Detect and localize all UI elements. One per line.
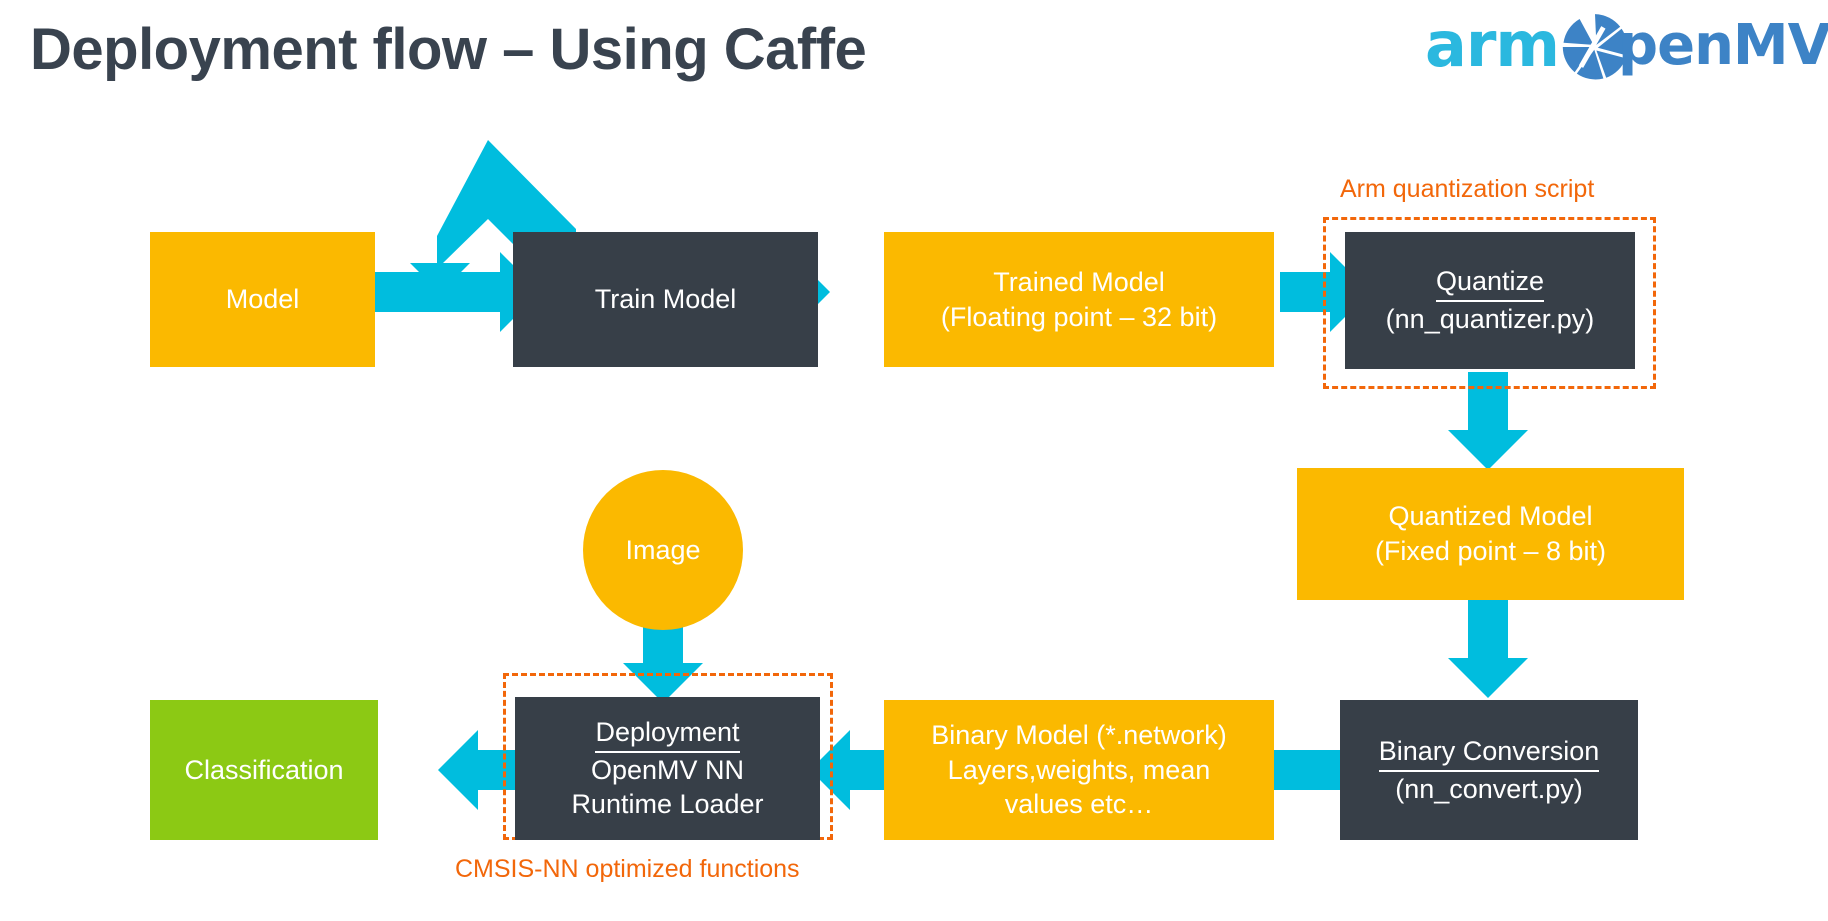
node-quantize[interactable]: Quantize (nn_quantizer.py) (1345, 232, 1635, 369)
arrow-model-to-train (372, 252, 540, 332)
node-deployment-line3: Runtime Loader (571, 789, 764, 820)
node-classification-label: Classification (184, 754, 344, 785)
node-model[interactable]: Model (150, 232, 375, 367)
node-binary-conversion-line2: (nn_convert.py) (1395, 773, 1583, 804)
node-train-model[interactable]: Train Model (513, 232, 818, 367)
annotation-cmsis-nn: CMSIS-NN optimized functions (455, 855, 800, 883)
node-deployment[interactable]: Deployment OpenMV NN Runtime Loader (515, 697, 820, 840)
node-quantized-model-line1: Quantized Model (1388, 501, 1593, 532)
node-binary-model-line2: Layers,weights, mean (947, 754, 1211, 785)
node-trained-model-line1: Trained Model (993, 266, 1165, 297)
node-image-label: Image (625, 534, 701, 565)
node-trained-model[interactable]: Trained Model (Floating point – 32 bit) (884, 232, 1274, 367)
node-binary-conversion-line1: Binary Conversion (1378, 734, 1600, 772)
node-binary-model[interactable]: Binary Model (*.network) Layers,weights,… (884, 700, 1274, 840)
page-title: Deployment flow – Using Caffe (30, 17, 867, 82)
node-binary-model-line3: values etc… (1004, 789, 1154, 820)
node-quantized-model[interactable]: Quantized Model (Fixed point – 8 bit) (1297, 468, 1684, 600)
arrow-quantize-to-quantized (1448, 372, 1528, 470)
node-train-model-label: Train Model (594, 284, 737, 315)
node-binary-model-line1: Binary Model (*.network) (931, 720, 1227, 751)
openmv-logo: penMV (1560, 10, 1828, 86)
node-image[interactable]: Image (583, 470, 743, 630)
arrow-deployment-to-classification (438, 730, 515, 810)
node-quantized-model-line2: (Fixed point – 8 bit) (1374, 536, 1607, 566)
node-trained-model-line2: (Floating point – 32 bit) (940, 301, 1218, 332)
openmv-wordmark: penMV (1618, 13, 1828, 78)
node-model-label: Model (225, 284, 300, 315)
arrow-quantized-to-binaryconv (1448, 600, 1528, 698)
node-classification[interactable]: Classification (150, 700, 378, 840)
arrow-binarymodel-to-deployment (810, 730, 884, 810)
node-binary-conversion[interactable]: Binary Conversion (nn_convert.py) (1340, 700, 1638, 840)
arm-logo: arm (1425, 8, 1560, 81)
annotation-arm-quantization-script: Arm quantization script (1340, 175, 1595, 203)
node-quantize-line1: Quantize (1435, 264, 1545, 302)
node-deployment-line1: Deployment (595, 715, 740, 753)
dashed-region-arm-quantization (1323, 217, 1656, 389)
node-quantize-line2: (nn_quantizer.py) (1385, 304, 1595, 334)
aperture-icon (1560, 12, 1630, 82)
node-deployment-line2: OpenMV NN (590, 754, 745, 785)
